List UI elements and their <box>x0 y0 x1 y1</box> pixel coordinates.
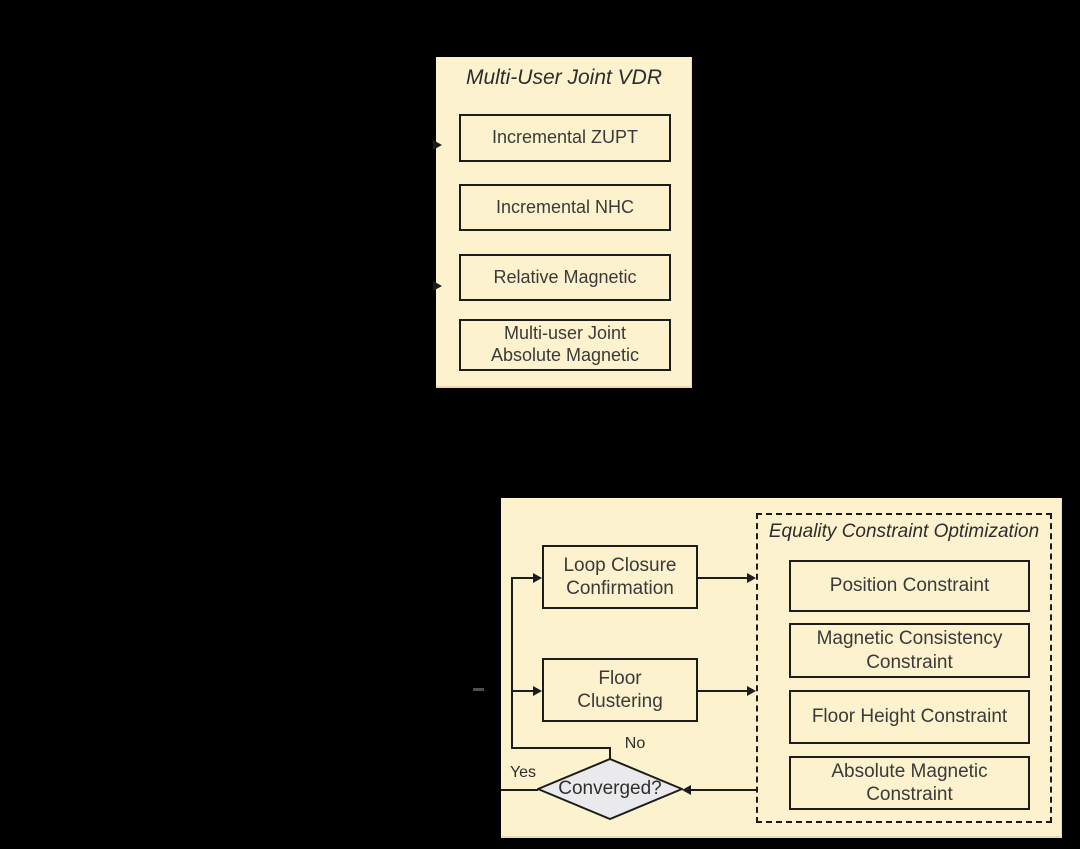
arrowhead-icon <box>747 686 756 696</box>
node-label: Magnetic Consistency Constraint <box>816 628 1003 673</box>
constraint-group-title: Equality Constraint Optimization <box>768 521 1040 542</box>
node-label: Relative Magnetic <box>493 266 637 287</box>
hidden-arrow-remnant <box>473 688 484 691</box>
node-label: Multi-user Joint Absolute Magnetic <box>490 323 640 365</box>
node-label: Floor Clustering <box>577 667 663 712</box>
node-loop-closure-confirmation: Loop Closure Confirmation <box>542 545 698 609</box>
node-floor-clustering: Floor Clustering <box>542 658 698 722</box>
feeder-vertical-line <box>511 577 513 749</box>
node-label: Position Constraint <box>829 575 990 597</box>
equality-constraint-optimization-group: Equality Constraint Optimization Positio… <box>756 513 1052 823</box>
node-label: Floor Height Constraint <box>811 706 1008 728</box>
arrowhead-icon <box>533 686 542 696</box>
node-relative-magnetic: Relative Magnetic <box>459 254 671 301</box>
optimization-panel: Loop Closure Confirmation Floor Clusteri… <box>501 498 1062 838</box>
no-branch-label: No <box>624 735 646 752</box>
floor-clustering-to-optimization-line <box>698 690 748 692</box>
yes-branch-label: Yes <box>509 764 537 781</box>
connector-to-floor-clustering <box>512 690 535 692</box>
decision-label: Converged? <box>558 778 662 799</box>
node-position-constraint: Position Constraint <box>789 560 1030 612</box>
optimization-to-decision-line <box>691 789 756 791</box>
vdr-panel: Multi-User Joint VDR Incremental ZUPT In… <box>433 57 692 388</box>
arrowhead-icon <box>747 573 756 583</box>
node-incremental-nhc: Incremental NHC <box>459 184 671 231</box>
node-label: Incremental NHC <box>495 196 635 217</box>
node-multi-user-joint-absolute-magnetic: Multi-user Joint Absolute Magnetic <box>459 319 671 371</box>
incoming-arrow-tip-icon <box>433 281 442 291</box>
node-absolute-magnetic-constraint: Absolute Magnetic Constraint <box>789 756 1030 810</box>
node-label: Incremental ZUPT <box>491 127 639 148</box>
no-branch-horizontal-line <box>512 747 611 749</box>
loop-closure-to-optimization-line <box>698 577 748 579</box>
node-floor-height-constraint: Floor Height Constraint <box>789 690 1030 744</box>
arrowhead-icon <box>682 785 691 795</box>
node-incremental-zupt: Incremental ZUPT <box>459 114 671 162</box>
no-branch-vertical-line <box>609 748 611 759</box>
node-label: Loop Closure Confirmation <box>563 554 677 599</box>
arrowhead-icon <box>533 573 542 583</box>
decision-converged: Converged? <box>535 757 685 821</box>
incoming-arrow-tip-icon <box>433 140 442 150</box>
node-magnetic-consistency-constraint: Magnetic Consistency Constraint <box>789 623 1030 678</box>
connector-to-loop-closure <box>512 577 535 579</box>
yes-branch-line <box>501 789 538 791</box>
vdr-panel-title: Multi-User Joint VDR <box>465 66 663 89</box>
diamond-shape-icon <box>535 757 685 821</box>
node-label: Absolute Magnetic Constraint <box>831 760 988 805</box>
